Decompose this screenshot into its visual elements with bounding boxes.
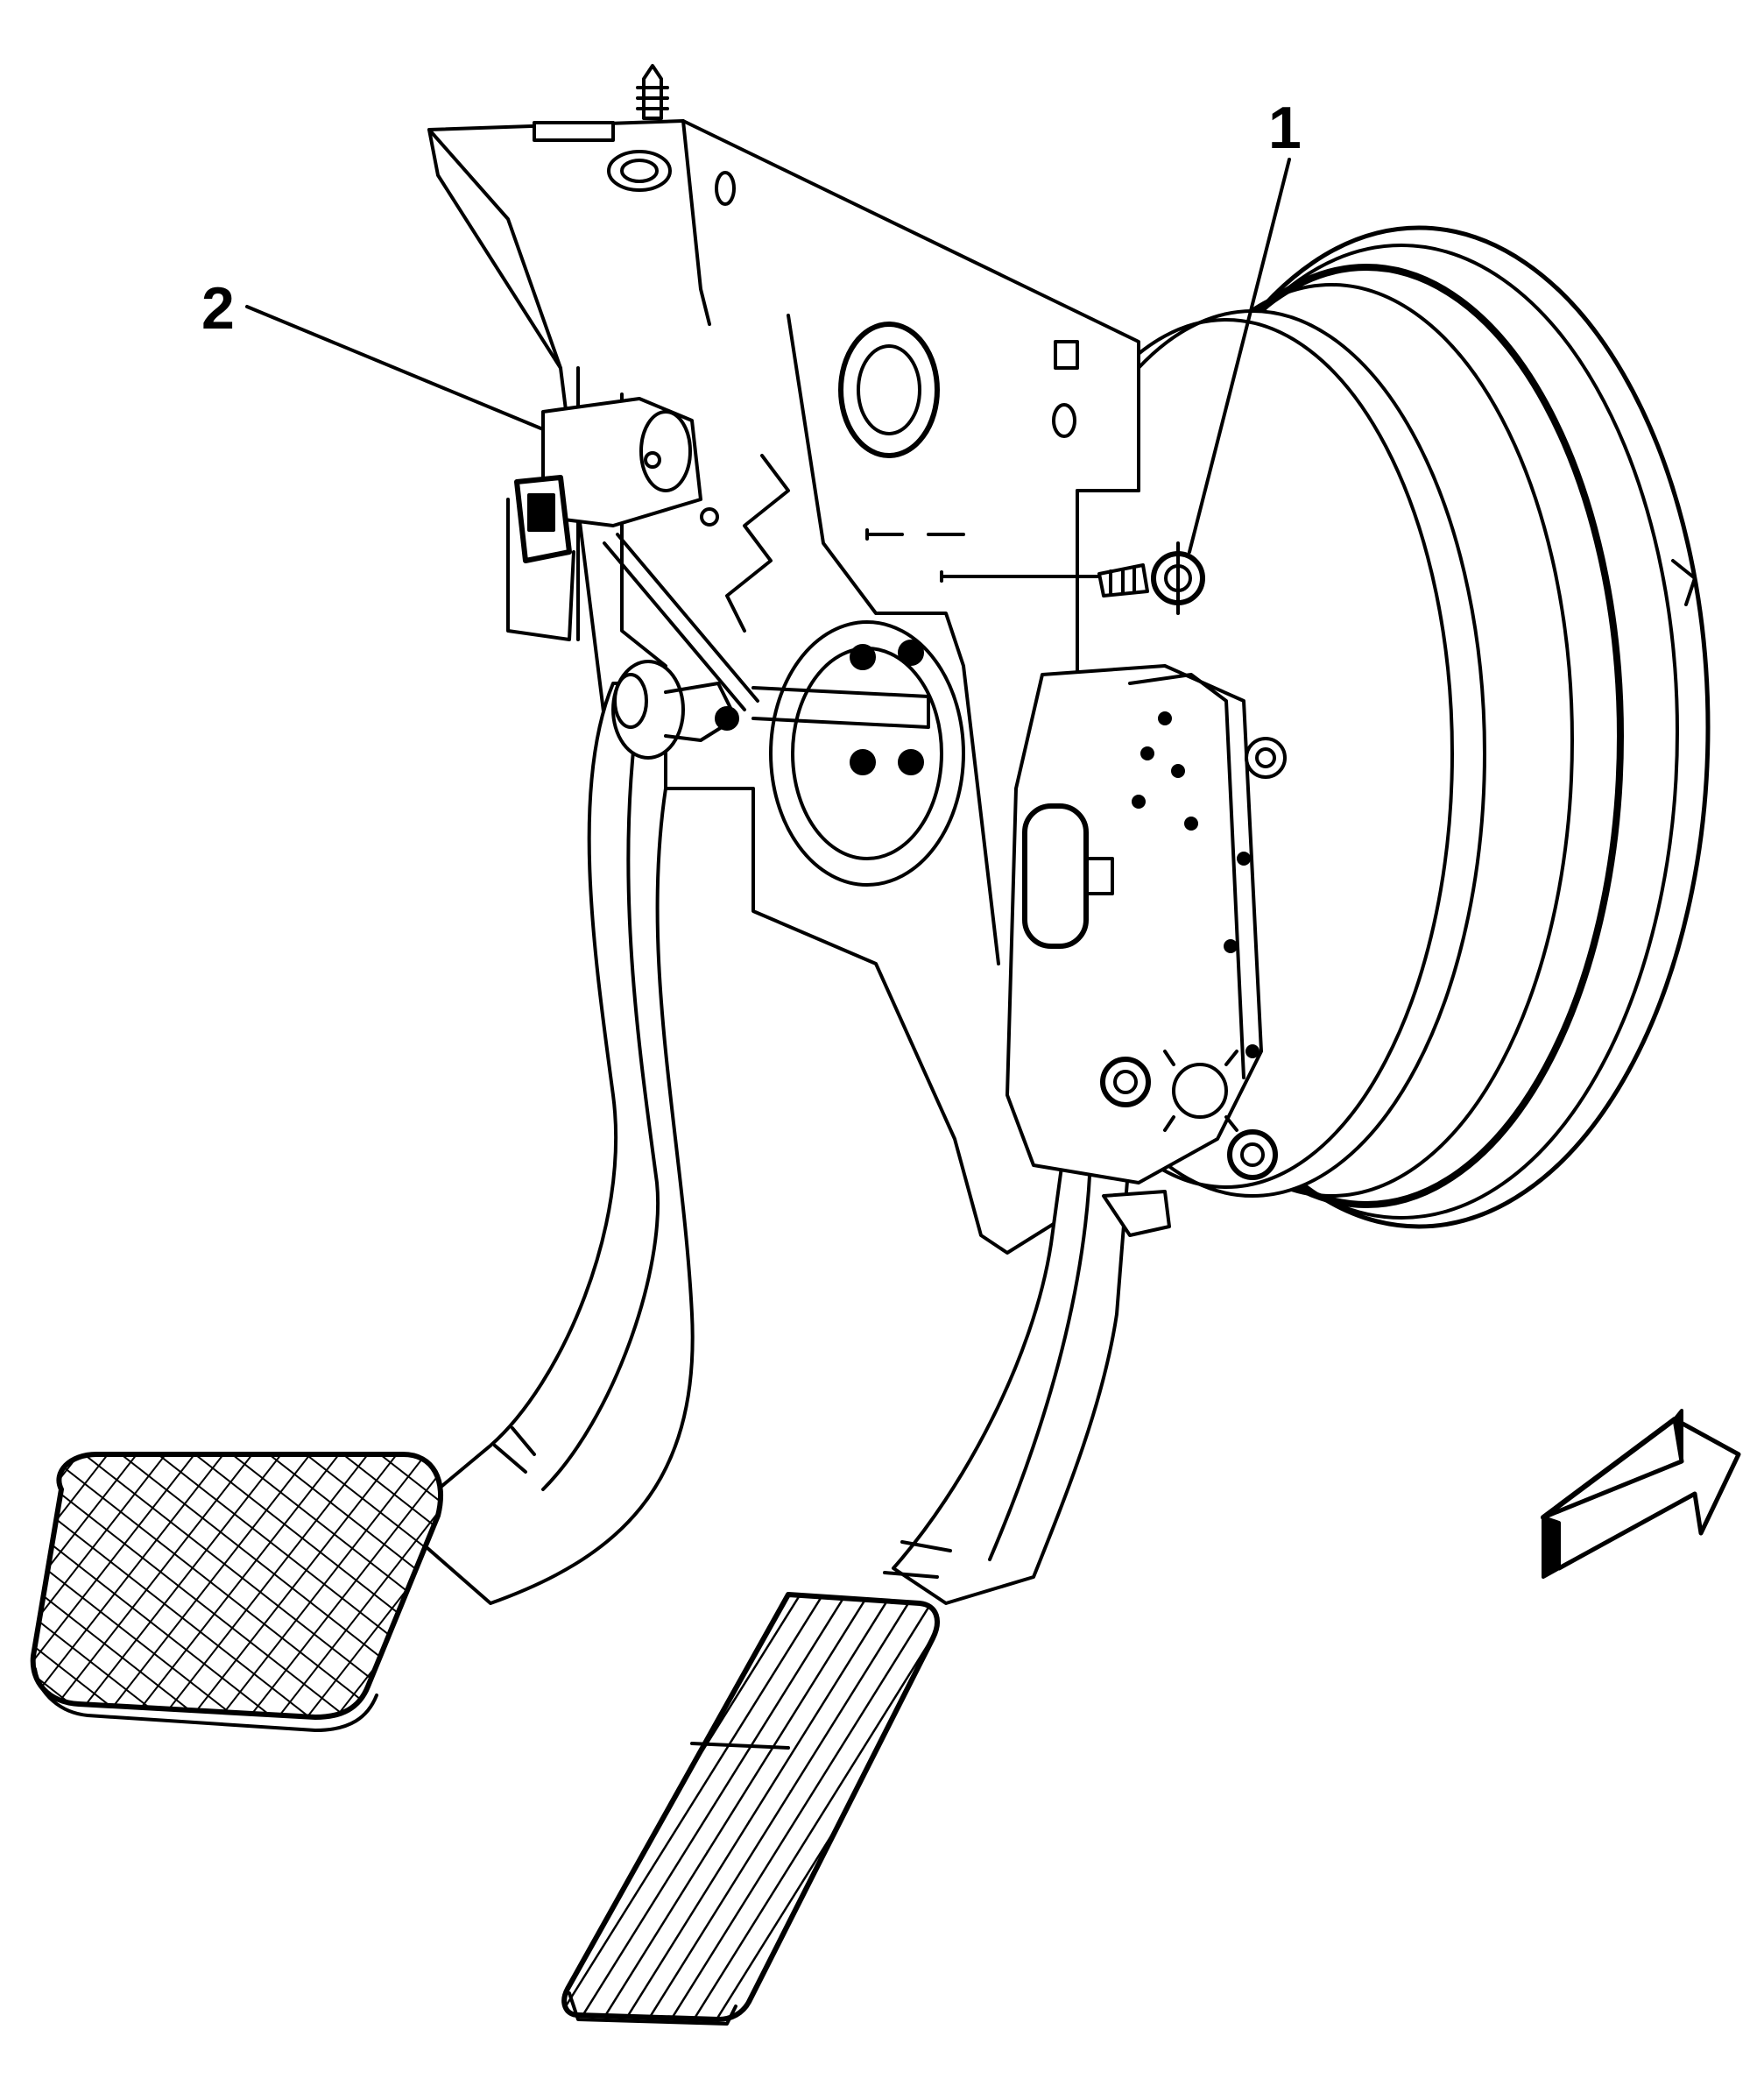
brake-pedal-pad (33, 1454, 441, 1730)
accelerator-pedal-pad (564, 1595, 937, 2024)
view-direction-arrow-icon (1543, 1411, 1739, 1577)
callout-2-leader (247, 307, 543, 429)
accelerator-pedal-arm (885, 1148, 1130, 1603)
pedal-position-sensor (1007, 666, 1285, 1235)
callout-1-label: 1 (1268, 95, 1302, 161)
mounting-bolt (1099, 543, 1203, 613)
callout-1-leader (1189, 159, 1289, 552)
pedal-bushing (613, 661, 737, 758)
callout-2-label: 2 (201, 275, 235, 342)
pedal-pivot-hub (753, 622, 963, 885)
brake-pedal-position-sensor (508, 399, 788, 710)
